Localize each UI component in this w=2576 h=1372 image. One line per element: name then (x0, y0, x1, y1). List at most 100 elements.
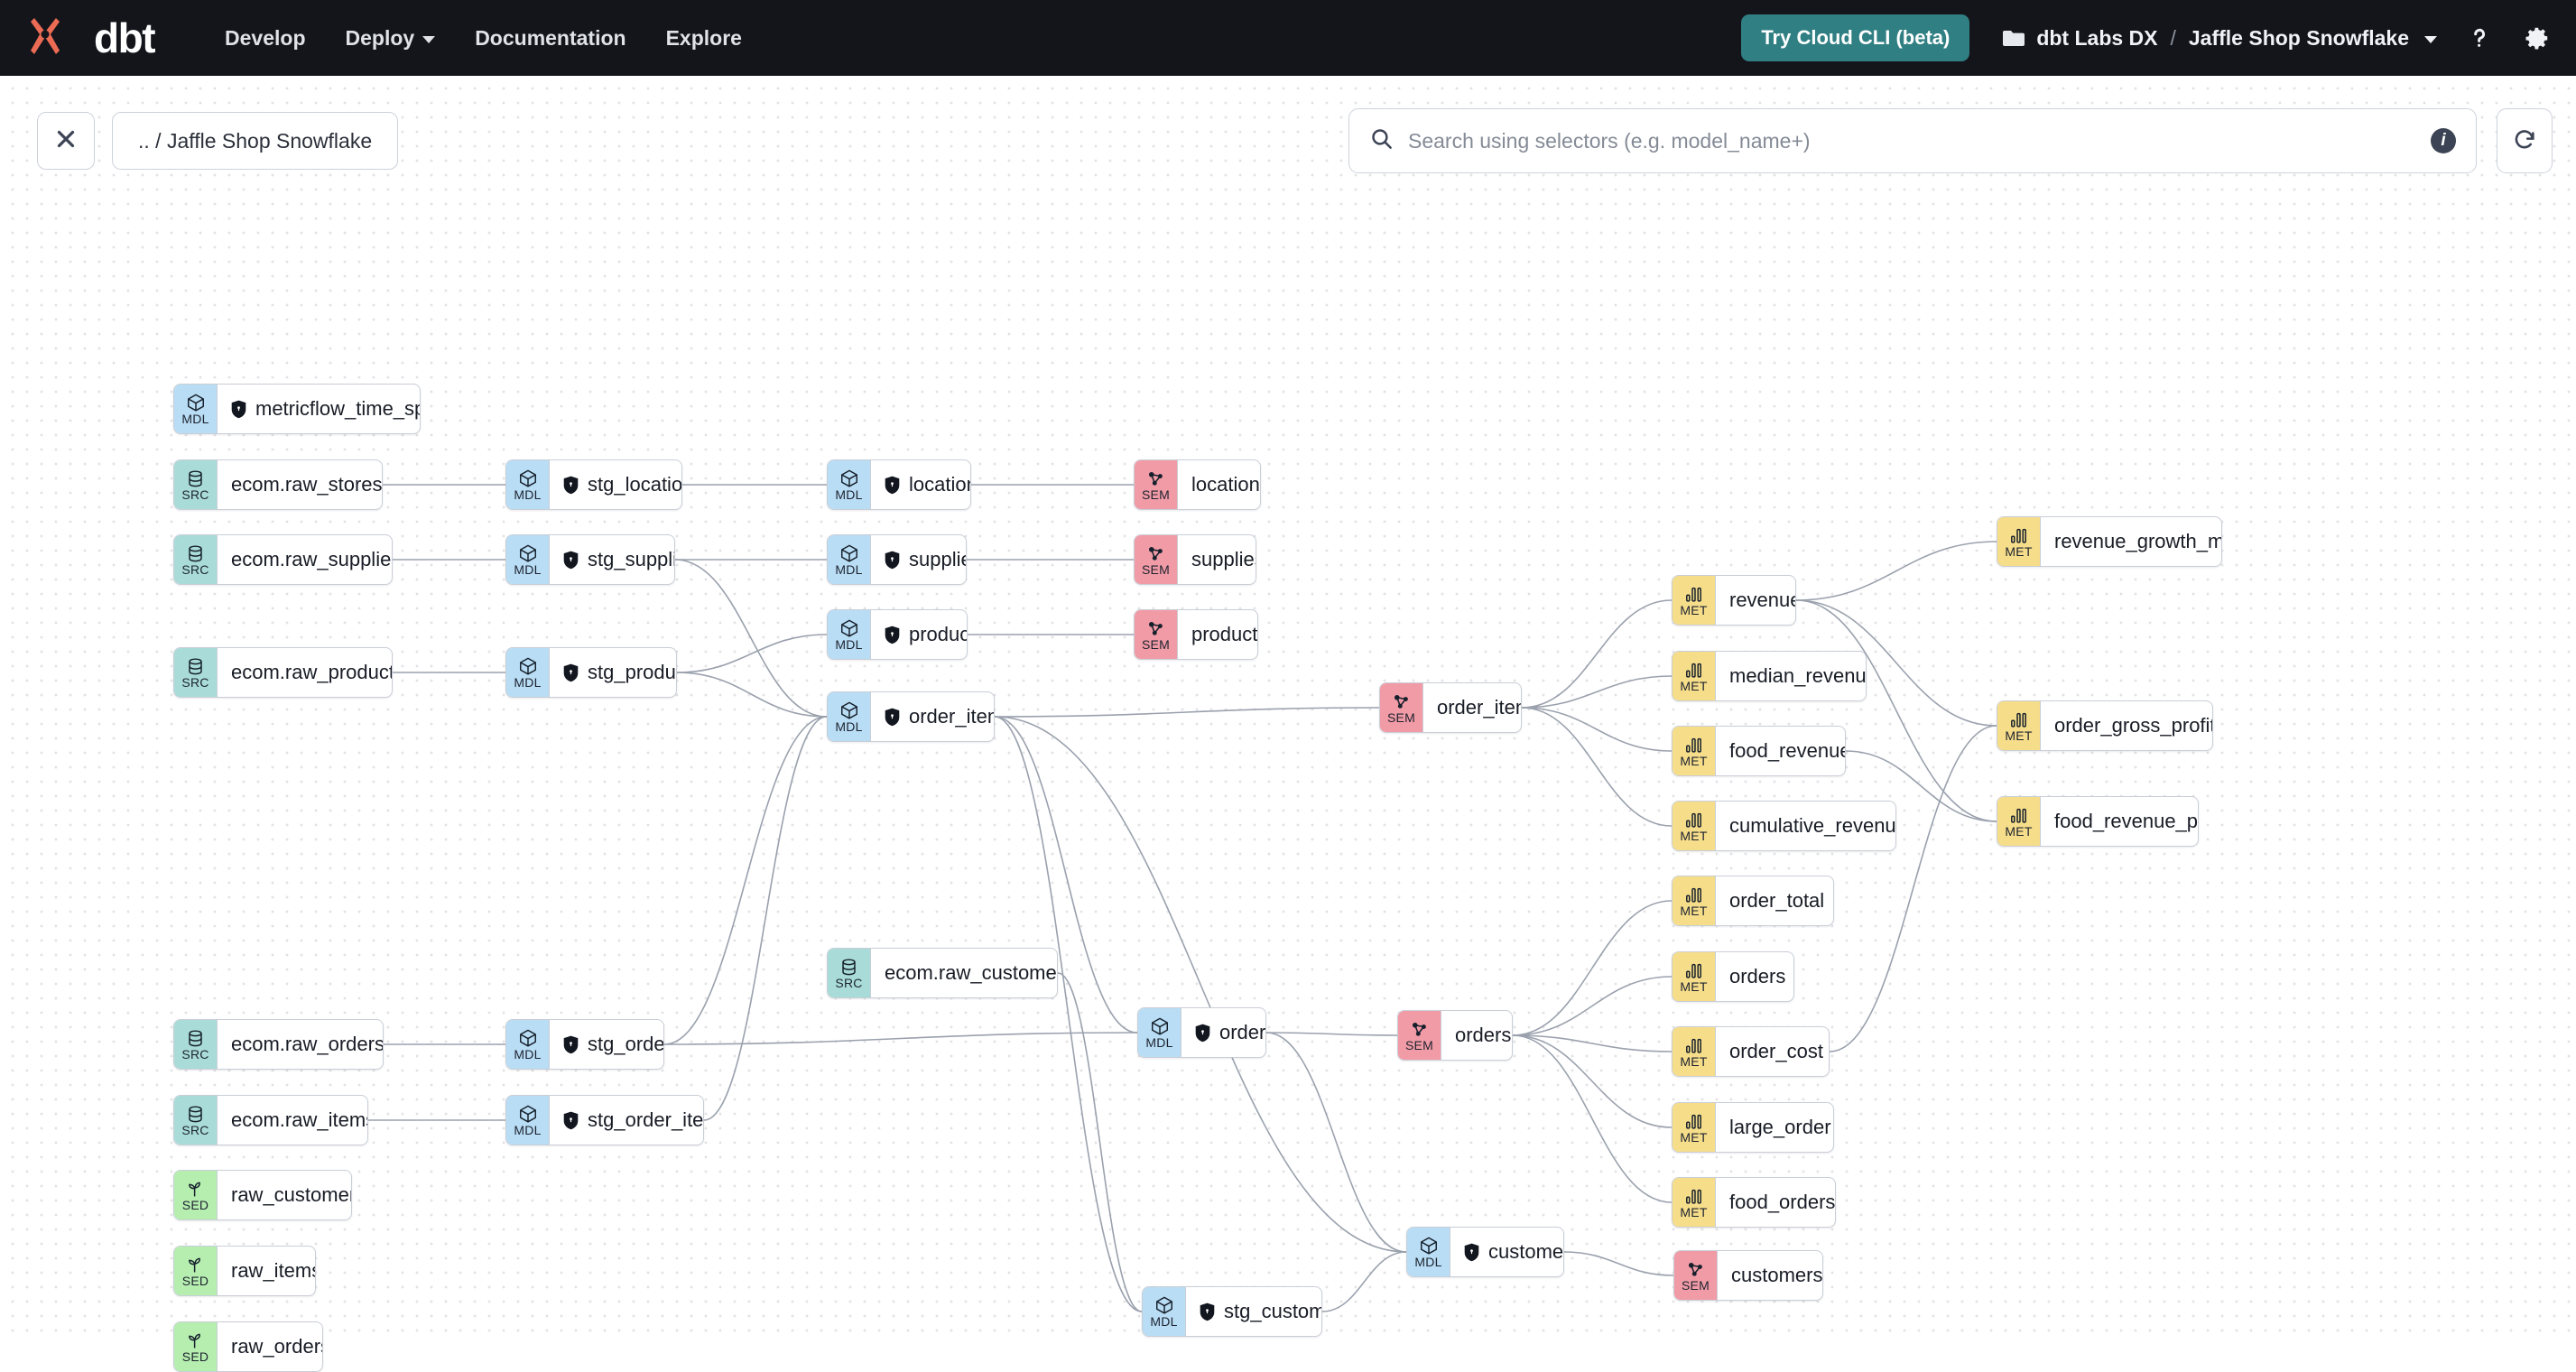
account-project-breadcrumb[interactable]: dbt Labs DX / Jaffle Shop Snowflake (2002, 26, 2437, 51)
graph-node-mdl_products[interactable]: MDLproducts (827, 609, 968, 660)
semantic-model-icon (1686, 1258, 1705, 1279)
node-type-code: MDL (1145, 1035, 1173, 1050)
graph-node-sem_products[interactable]: SEMproducts (1134, 609, 1258, 660)
shield-icon (563, 476, 579, 495)
cube-icon (1419, 1235, 1439, 1256)
node-type-badge-mdl: MDL (506, 1020, 550, 1069)
node-body: supplies (871, 535, 966, 584)
semantic-model-icon (1146, 468, 1165, 488)
refresh-button[interactable] (2497, 108, 2553, 173)
database-icon (186, 655, 205, 676)
cube-icon (1150, 1015, 1170, 1036)
node-label: supplies (1191, 548, 1256, 570)
chevron-down-icon (422, 35, 436, 43)
node-label: customers (1488, 1240, 1564, 1263)
node-label: revenue (1729, 589, 1796, 611)
node-type-badge-mdl: MDL (1138, 1008, 1181, 1057)
nav-explore[interactable]: Explore (646, 17, 762, 60)
help-button[interactable] (2464, 23, 2495, 53)
graph-node-sem_supplies[interactable]: SEMsupplies (1134, 534, 1256, 585)
node-type-code: MDL (514, 1123, 542, 1137)
graph-breadcrumb-label: .. / Jaffle Shop Snowflake (138, 128, 373, 153)
node-type-badge-met: MET (1673, 727, 1716, 775)
info-icon[interactable]: i (2431, 128, 2456, 153)
graph-node-stg_order_items[interactable]: MDL stg_order_items (505, 1095, 704, 1145)
node-label: orders (1219, 1021, 1266, 1043)
graph-breadcrumb[interactable]: .. / Jaffle Shop Snowflake (112, 112, 399, 170)
node-type-badge-met: MET (1673, 952, 1716, 1001)
node-body: locations (871, 460, 970, 509)
try-cloud-cli-button[interactable]: Try Cloud CLI (beta) (1741, 14, 1970, 61)
semantic-model-icon (1146, 542, 1165, 563)
cube-icon (839, 468, 859, 488)
chevron-down-icon[interactable] (2424, 35, 2437, 43)
nav-develop[interactable]: Develop (205, 17, 325, 60)
node-type-badge-met: MET (1997, 797, 2041, 846)
node-body: raw_orders (218, 1322, 322, 1371)
database-icon (186, 468, 205, 488)
node-type-code: MET (2005, 544, 2033, 559)
node-type-code: MDL (835, 562, 863, 577)
node-type-badge-met: MET (1673, 652, 1716, 700)
close-button[interactable] (37, 112, 95, 170)
graph-node-mdl_locations[interactable]: MDLlocations (827, 459, 971, 510)
node-type-badge-sed: SED (174, 1171, 218, 1219)
nav-deploy[interactable]: Deploy (326, 17, 456, 60)
node-type-badge-sem: SEM (1135, 460, 1178, 509)
node-type-badge-src: SRC (828, 949, 871, 997)
dbt-logo[interactable]: dbt (29, 14, 156, 61)
cube-icon (518, 655, 538, 676)
node-body: products (871, 610, 967, 659)
graph-node-sem_locations[interactable]: SEMlocations (1134, 459, 1261, 510)
graph-node-mdl_supplies[interactable]: MDL supplies (827, 534, 967, 585)
graph-node-mdl_orders[interactable]: MDL orders (1137, 1007, 1266, 1058)
nav-documentation[interactable]: Documentation (455, 17, 645, 60)
node-type-badge-met: MET (1673, 802, 1716, 850)
top-bar-right-group: Try Cloud CLI (beta) dbt Labs DX / Jaffl… (1741, 14, 2553, 61)
lineage-nodes: MDLmetricflow_time_spineSRCecom.raw_stor… (0, 76, 2576, 1372)
settings-button[interactable] (2522, 23, 2553, 53)
cube-icon (186, 392, 206, 413)
graph-node-mdl_customers[interactable]: MDLcustomers (1406, 1227, 1564, 1277)
database-icon (186, 542, 205, 563)
node-body: stg_order_items (550, 1096, 703, 1145)
lineage-canvas[interactable]: MDLmetricflow_time_spineSRCecom.raw_stor… (0, 76, 2576, 1372)
refresh-icon (2512, 126, 2537, 156)
search-input[interactable] (1408, 128, 2431, 153)
node-type-code: MDL (181, 412, 209, 426)
breadcrumb-project[interactable]: Jaffle Shop Snowflake (2188, 25, 2409, 50)
search-bar[interactable]: i (1348, 108, 2477, 173)
breadcrumb-account[interactable]: dbt Labs DX (2036, 25, 2158, 50)
